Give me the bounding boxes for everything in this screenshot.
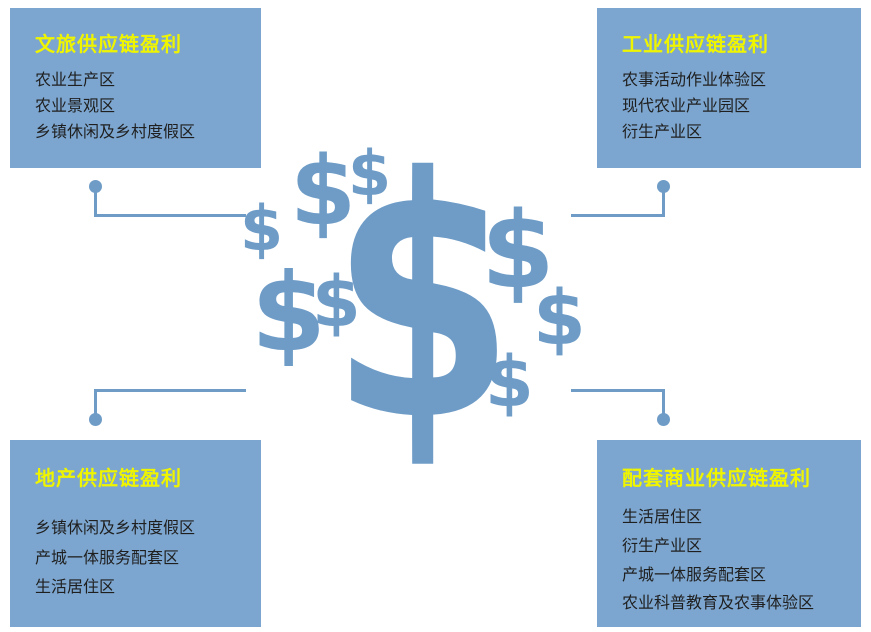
panel-item: 现代农业产业园区 (622, 95, 751, 115)
connector-top-left-dot (89, 180, 102, 193)
panel-item-list: 生活居住区 衍生产业区 产城一体服务配套区 农业科普教育及农事体验区 (622, 503, 847, 618)
dollar-sign-icon: $ (348, 137, 392, 210)
panel-item: 产城一体服务配套区 (35, 547, 180, 567)
panel-item: 农业科普教育及农事体验区 (622, 593, 815, 613)
connector-bottom-left-vline (94, 390, 97, 415)
panel-item: 农业景观区 (35, 95, 116, 115)
dollar-sign-icon: $ (533, 273, 586, 362)
dollar-sign-icon: $ (481, 189, 555, 312)
connector-bottom-left-hline (94, 389, 246, 392)
panel-item: 衍生产业区 (622, 535, 703, 555)
panel-title: 工业供应链盈利 (622, 32, 769, 56)
dollar-sign-icon: $ (290, 137, 357, 247)
panel-item: 乡镇休闲及乡村度假区 (35, 518, 196, 537)
panel-item-list: 农事活动作业体验区 现代农业产业园区 衍生产业区 (622, 67, 847, 145)
panel-item: 农事活动作业体验区 (622, 70, 767, 89)
panel-item-list: 农业生产区 农业景观区 乡镇休闲及乡村度假区 (35, 67, 247, 145)
connector-bottom-right-dot (657, 413, 670, 426)
connector-bottom-right-vline (662, 390, 665, 415)
dollar-sign-icon: $ (485, 341, 534, 423)
panel-item: 产城一体服务配套区 (622, 564, 767, 584)
panel-item: 乡镇休闲及乡村度假区 (35, 121, 196, 141)
panel-title: 文旅供应链盈利 (35, 32, 182, 56)
dollar-sign-icon: $ (240, 192, 284, 265)
panel-cultural-tourism-chain: 文旅供应链盈利 农业生产区 农业景观区 乡镇休闲及乡村度假区 (10, 8, 261, 168)
connector-top-right-hline (571, 214, 665, 217)
panel-title: 配套商业供应链盈利 (622, 466, 811, 490)
panel-industrial-chain: 工业供应链盈利 农事活动作业体验区 现代农业产业园区 衍生产业区 (597, 8, 861, 168)
dollar-sign-icon: $ (312, 261, 361, 343)
panel-title: 地产供应链盈利 (35, 466, 182, 490)
connector-top-left-hline (94, 214, 246, 217)
dollar-sign-icon: $ (251, 251, 327, 376)
connector-top-left-vline (94, 191, 97, 217)
panel-item: 生活居住区 (622, 507, 703, 526)
connector-top-right-dot (657, 180, 670, 193)
panel-item: 衍生产业区 (622, 121, 703, 141)
dollar-sign-icon-large: $ (330, 108, 515, 494)
panel-item: 生活居住区 (35, 577, 116, 597)
connector-top-right-vline (662, 191, 665, 217)
panel-item: 农业生产区 (35, 70, 116, 89)
panel-supporting-commerce-chain: 配套商业供应链盈利 生活居住区 衍生产业区 产城一体服务配套区 农业科普教育及农… (597, 440, 861, 627)
connector-bottom-right-hline (571, 389, 665, 392)
panel-real-estate-chain: 地产供应链盈利 乡镇休闲及乡村度假区 产城一体服务配套区 生活居住区 (10, 440, 261, 627)
connector-bottom-left-dot (89, 413, 102, 426)
panel-item-list: 乡镇休闲及乡村度假区 产城一体服务配套区 生活居住区 (35, 513, 247, 602)
